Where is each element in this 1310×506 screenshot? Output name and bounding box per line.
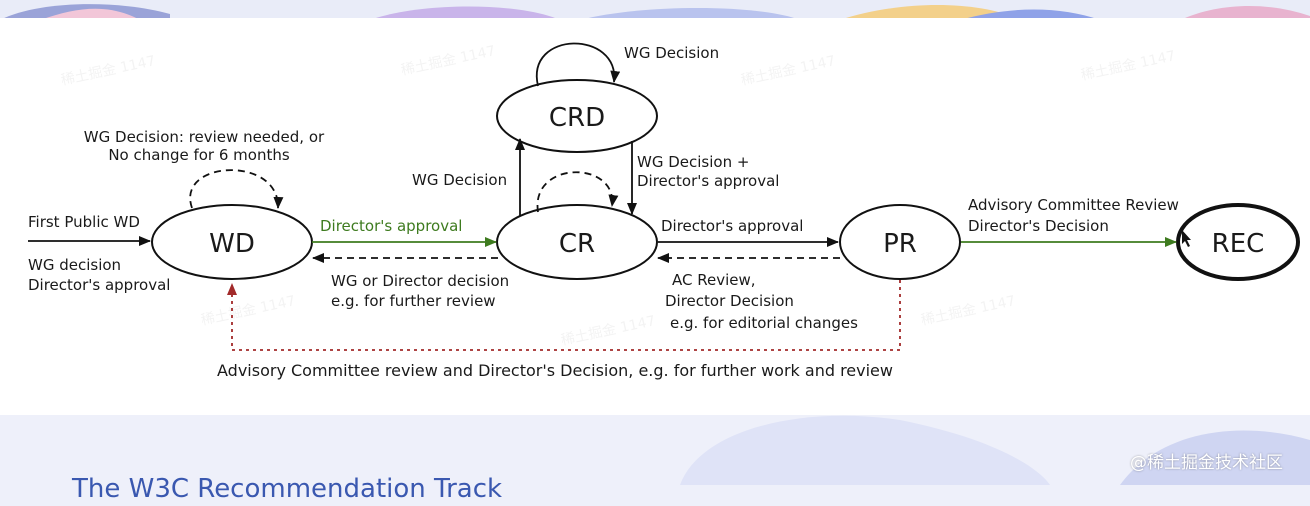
- edge-pr-to-wd: [227, 280, 901, 351]
- edge-wd-entry-label: WG decision: [28, 256, 121, 274]
- edge-crd-to-cr-label: Director's approval: [637, 172, 779, 190]
- node-wd: WD: [151, 204, 313, 280]
- edge-pr-to-rec-label: Advisory Committee Review: [968, 196, 1179, 214]
- edge-wd-self-loop-label: WG Decision: review needed, or: [84, 128, 325, 146]
- mouse-cursor-icon: [1182, 230, 1191, 247]
- edge-cr-to-pr-label: Director's approval: [661, 217, 803, 235]
- node-rec-label: REC: [1212, 229, 1265, 259]
- node-pr: PR: [839, 204, 961, 280]
- node-rec: REC: [1176, 203, 1300, 281]
- node-pr-label: PR: [883, 229, 917, 259]
- edge-wd-self-loop-label: No change for 6 months: [108, 146, 290, 164]
- node-crd: CRD: [496, 79, 658, 153]
- edge-pr-to-wd-label: Advisory Committee review and Director's…: [217, 361, 893, 380]
- background-artwork: [680, 415, 1050, 485]
- edge-cr-to-wd-label: e.g. for further review: [331, 292, 496, 310]
- node-wd-label: WD: [209, 229, 255, 259]
- edge-crd-self-loop: [535, 42, 621, 87]
- edge-cr-to-wd-label: WG or Director decision: [331, 272, 509, 290]
- w3c-process-diagram: WD CR CRD PR REC WG Decision: review nee…: [28, 42, 1310, 485]
- edge-pr-to-rec-label: Director's Decision: [968, 217, 1109, 235]
- edge-crd-to-cr-label: WG Decision +: [637, 153, 749, 171]
- edge-pr-to-cr-label: Director Decision: [665, 292, 794, 310]
- edge-pr-to-cr-label: e.g. for editorial changes: [670, 314, 858, 332]
- edge-cr-to-crd-label: WG Decision: [412, 171, 507, 189]
- edge-wd-self-loop: [189, 169, 284, 209]
- site-watermark: @稀土掘金技术社区: [1130, 453, 1283, 473]
- background-artwork: [0, 0, 1310, 20]
- edge-pr-to-cr-label: AC Review,: [672, 271, 756, 289]
- edge-cr-self-loop: [536, 171, 619, 213]
- node-crd-label: CRD: [549, 103, 605, 133]
- background-artwork: [1120, 430, 1310, 485]
- slide-title: The W3C Recommendation Track: [72, 474, 503, 504]
- edge-wd-entry-label: Director's approval: [28, 276, 170, 294]
- edge-first-public-wd-label: First Public WD: [28, 213, 140, 231]
- node-cr-label: CR: [559, 229, 595, 259]
- edge-wd-to-cr-label: Director's approval: [320, 217, 462, 235]
- edge-crd-self-loop-label: WG Decision: [624, 44, 719, 62]
- node-cr: CR: [496, 204, 658, 280]
